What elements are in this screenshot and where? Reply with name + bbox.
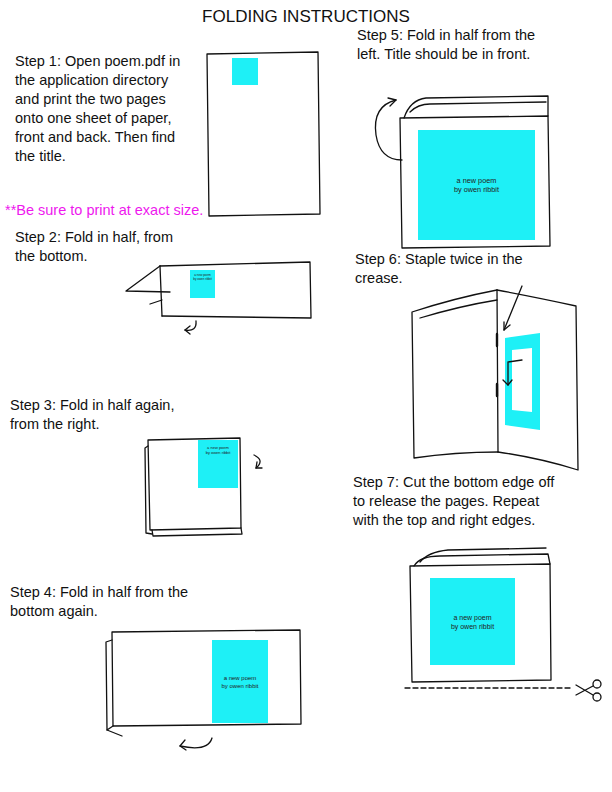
title-panel: a new poem by owen ribbit (430, 578, 515, 665)
step-6-booklet-stroke (508, 360, 522, 385)
step-7-cut-stroke (420, 548, 546, 562)
title-text: a new poem by owen ribbit (453, 177, 500, 195)
step-instruction: Step 5: Fold in half from the left. Titl… (357, 26, 557, 64)
step-1-sheet-stroke (232, 58, 258, 85)
title-text: a new poem by owen ribbit (221, 675, 260, 689)
step-7-cut-stroke (410, 564, 551, 682)
step-6-booklet-stroke (412, 290, 498, 458)
step-6-booklet-stroke (504, 322, 510, 330)
step-2-fold-stroke (126, 266, 170, 292)
step-5-fold (375, 96, 550, 248)
step-4-fold-stroke (180, 740, 186, 750)
step-7-cut-stroke (593, 680, 601, 688)
step-3-fold-stroke (145, 446, 152, 534)
step-4-fold-stroke (112, 630, 301, 726)
step-2-fold-stroke (160, 262, 311, 318)
step-2-fold (126, 262, 311, 334)
step-6-booklet-stroke (503, 380, 512, 385)
step-4-fold (106, 630, 301, 750)
step-5-fold-stroke (410, 102, 546, 112)
step-7-cut-stroke (576, 685, 593, 695)
step-3-fold-stroke (148, 438, 241, 530)
step-7-cut-stroke (405, 687, 572, 688)
step-3-fold-stroke (152, 528, 242, 536)
step-7-cut (405, 548, 601, 701)
step-3-fold (145, 438, 262, 536)
step-instruction: Step 3: Fold in half again, from the rig… (10, 396, 190, 434)
title-text: a new poem by owen ribbit (450, 614, 496, 631)
title-panel: a new poem by owen ribbit (418, 130, 535, 240)
title-text: a new poem by owen ribbit (205, 446, 231, 456)
step-3-fold-stroke (256, 462, 262, 468)
step-2-fold-stroke (185, 326, 190, 334)
page-title: FOLDING INSTRUCTIONS (0, 6, 612, 28)
step-instruction: Step 1: Open poem.pdf in the application… (15, 52, 191, 166)
step-6-booklet-stroke (496, 334, 498, 346)
step-7-cut-stroke (414, 554, 550, 566)
step-6-booklet-stroke (504, 286, 522, 330)
step-6-booklet-stroke (496, 384, 498, 396)
step-6-booklet (412, 286, 578, 470)
step-instruction: Step 4: Fold in half from the bottom aga… (10, 583, 205, 621)
step-instruction: Step 6: Staple twice in the crease. (355, 250, 555, 288)
step-1-sheet (207, 52, 320, 216)
step-2-fold-stroke (160, 266, 162, 316)
step-6-booklet-stroke (420, 300, 497, 318)
step-6-booklet-stroke (497, 290, 498, 452)
step-5-fold-stroke (375, 100, 402, 160)
title-panel: a new poem by owen ribbit (212, 640, 268, 723)
step-5-fold-stroke (400, 116, 550, 248)
step-7-cut-stroke (593, 693, 601, 701)
step-5-fold-stroke (404, 96, 548, 118)
step-4-fold-stroke (106, 640, 113, 730)
title-panel: a new poem by owen ribbit (190, 270, 215, 298)
title-text: a new poem by owen ribbit (193, 274, 213, 281)
title-panel: a new poem by owen ribbit (198, 440, 238, 488)
step-5-fold-stroke (388, 98, 396, 106)
print-note: **Be sure to print at exact size. (5, 201, 267, 220)
step-instruction: Step 7: Cut the bottom edge off to relea… (353, 473, 567, 530)
step-instruction: Step 2: Fold in half, from the bottom. (15, 228, 187, 266)
step-2-fold-stroke (150, 300, 162, 304)
step-6-booklet-stroke (512, 348, 532, 412)
step-4-fold-stroke (107, 730, 122, 736)
step-1-sheet-stroke (207, 52, 320, 216)
